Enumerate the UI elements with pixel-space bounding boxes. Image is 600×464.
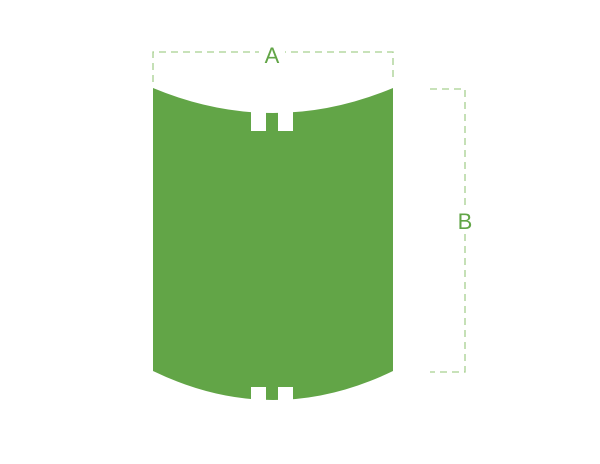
top-notch-right xyxy=(278,100,293,131)
dimension-a-label: A xyxy=(265,43,280,68)
bottom-notch-right xyxy=(278,387,293,412)
curved-panel-shape xyxy=(153,88,393,400)
top-notch-left xyxy=(251,100,266,131)
dimension-b-label-bg xyxy=(454,206,476,234)
dimension-a-label-bg xyxy=(259,40,285,64)
dimension-b-label: B xyxy=(458,209,473,234)
dimension-b-line xyxy=(430,88,466,373)
bottom-notch-left xyxy=(251,387,266,412)
